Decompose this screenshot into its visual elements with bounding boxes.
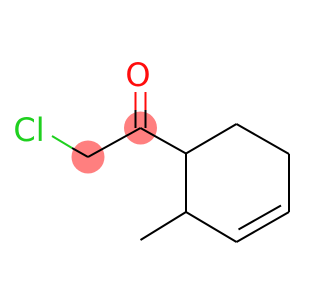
- ring-bond-c6-c5: [236, 123, 290, 155]
- molecule-structure: O Cl: [13, 56, 290, 243]
- ring-bond-c4-c3-outer: [236, 211, 290, 243]
- ring-bond-c1-c6: [185, 123, 238, 155]
- carbon-chlorine-bond-black: [71, 147, 89, 158]
- ch2-carbonyl-bond: [87, 127, 141, 158]
- carbonyl-ring-bond: [140, 127, 187, 155]
- oxygen-atom-label: O: [125, 56, 150, 94]
- chlorine-atom-label: Cl: [13, 111, 44, 149]
- ring-bond-c4-c3-inner: [238, 204, 282, 231]
- structure-canvas: O Cl: [13, 56, 290, 243]
- ring-bond-c3-c2: [185, 211, 238, 243]
- carbon-chlorine-bond-green: [51, 135, 73, 149]
- methyl-bond: [139, 211, 187, 241]
